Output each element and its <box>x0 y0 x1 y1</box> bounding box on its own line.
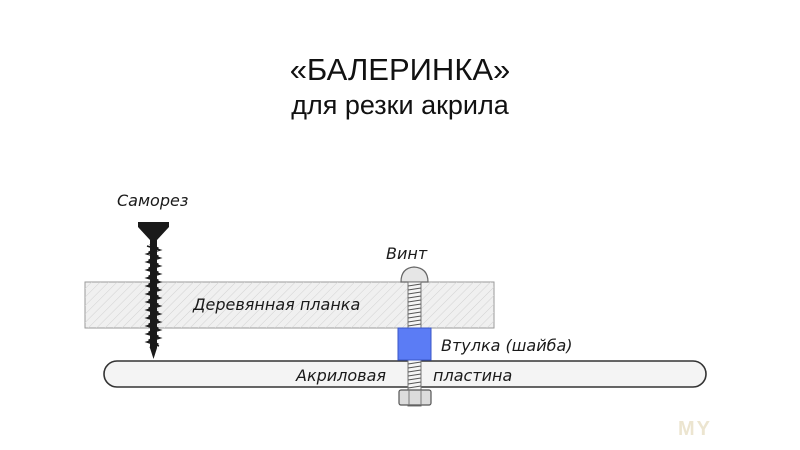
bushing-label: Втулка (шайба) <box>441 336 573 355</box>
screw-label: Саморез <box>117 191 188 210</box>
bolt-label: Винт <box>386 244 428 263</box>
plate-label-right: пластина <box>433 366 512 385</box>
plank-label: Деревянная планка <box>192 295 360 314</box>
watermark: MY <box>678 418 712 440</box>
screw-icon <box>138 222 169 359</box>
plate-label-left: Акриловая <box>295 366 386 385</box>
bushing-icon <box>397 327 432 361</box>
diagram-title: «БАЛЕРИНКА» <box>289 52 511 87</box>
diagram-subtitle: для резки акрила <box>291 90 509 120</box>
bolt-head-icon <box>400 266 429 283</box>
nut-icon <box>398 389 432 406</box>
acrylic-plate <box>103 360 707 388</box>
